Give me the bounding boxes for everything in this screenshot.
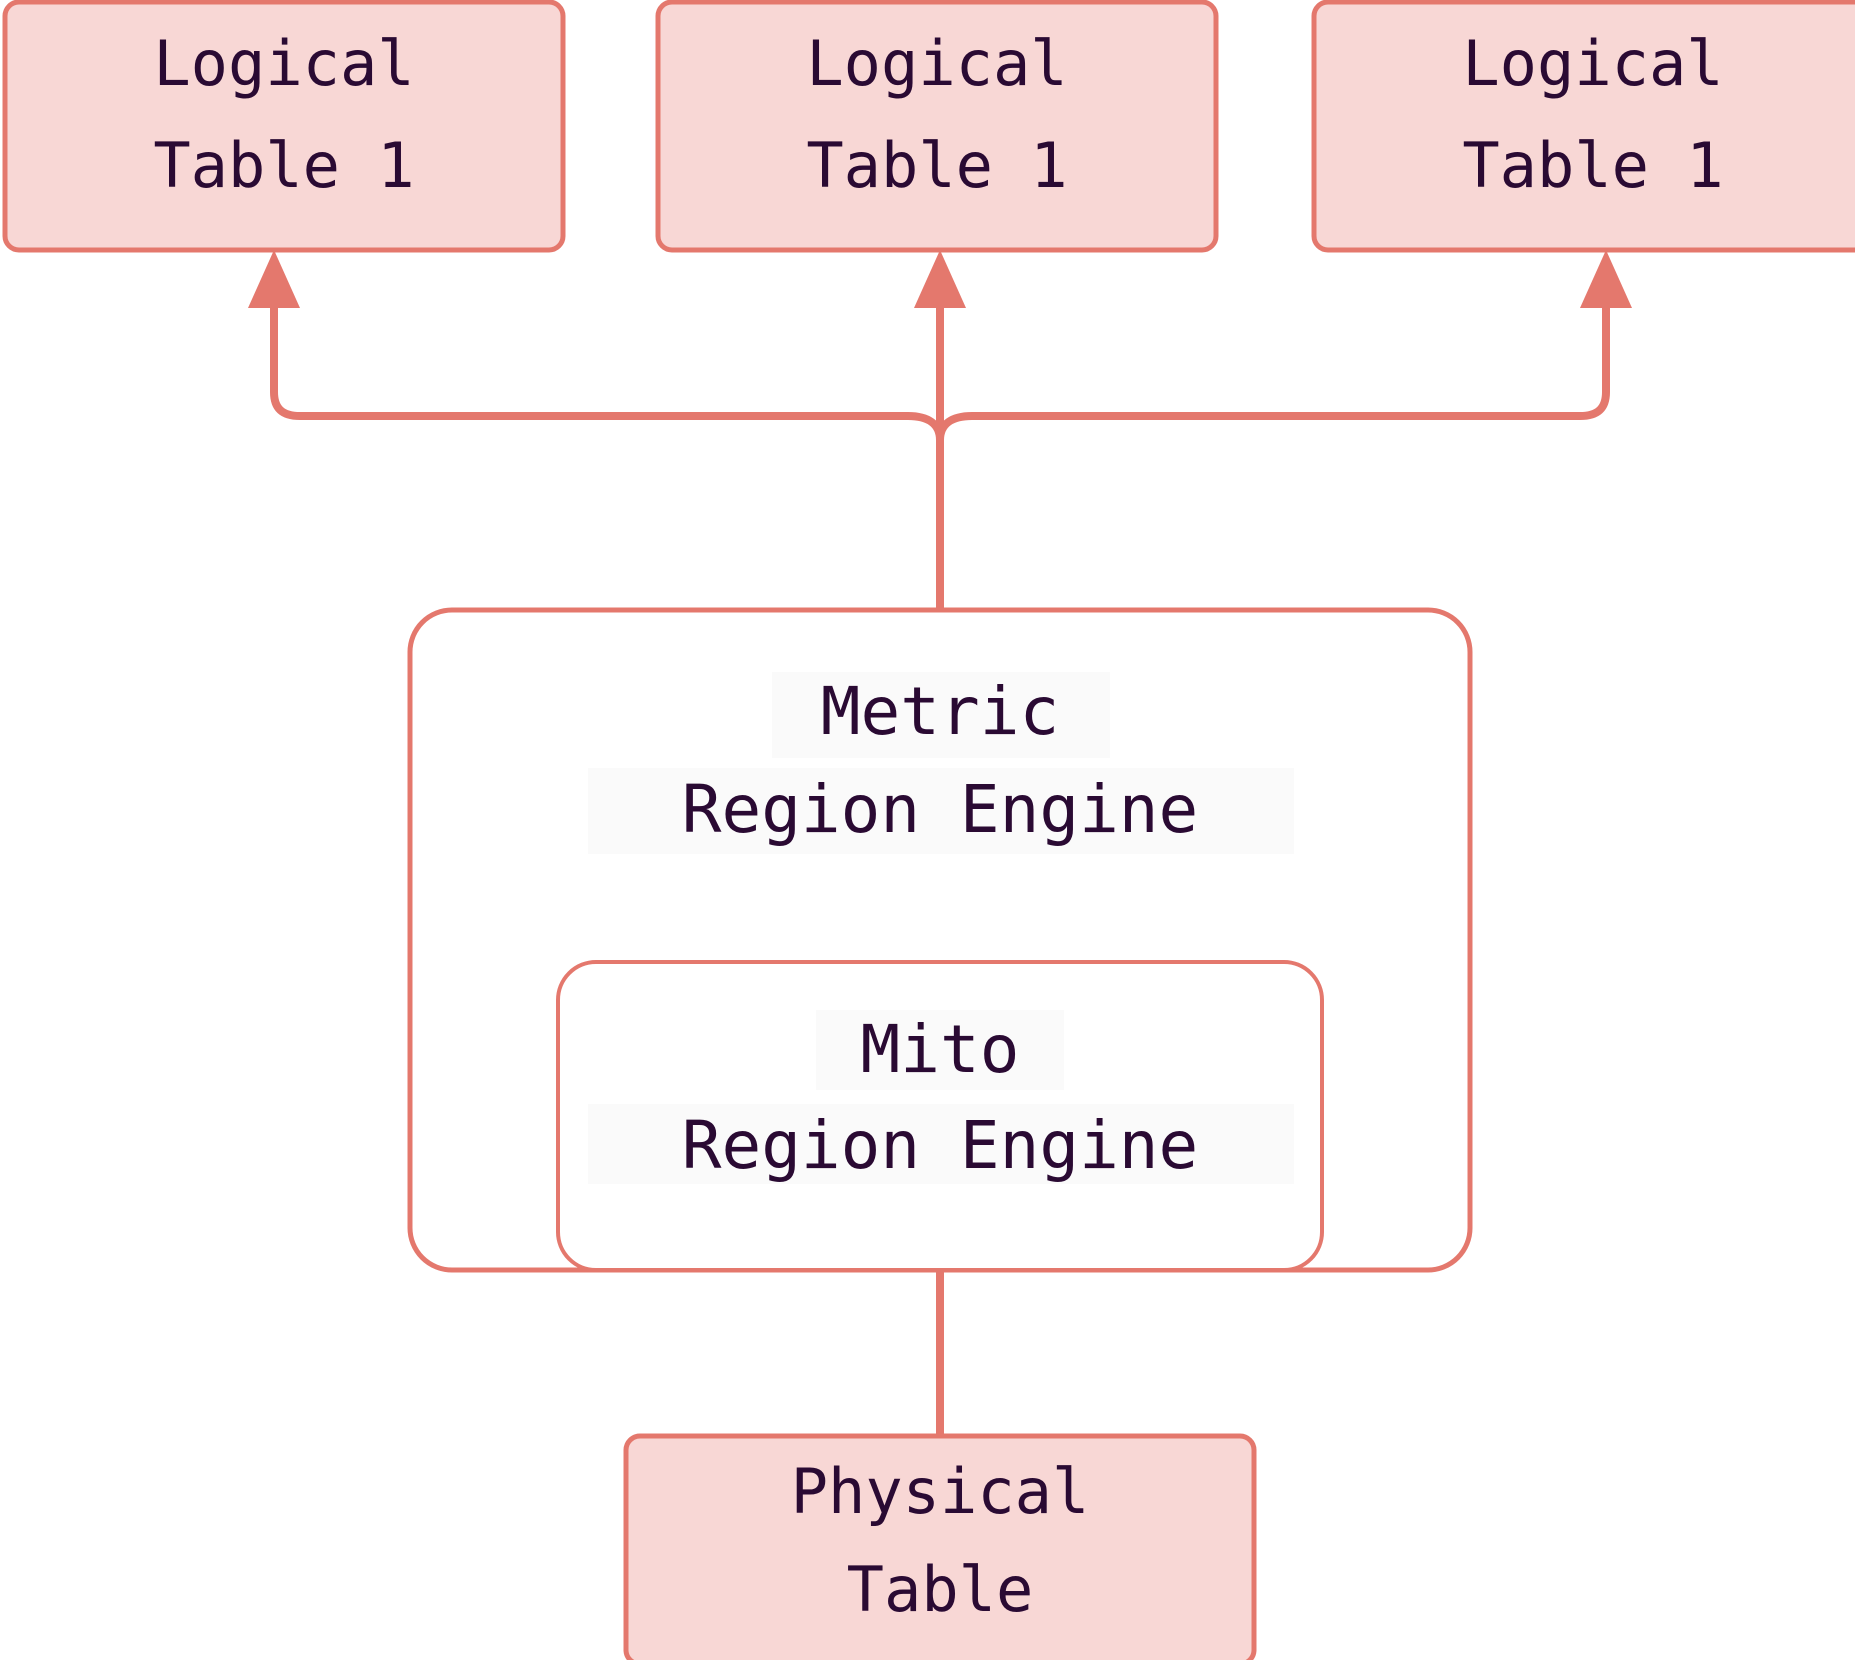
- metric-label-highlight-1: [772, 672, 1110, 758]
- logical-table-2-box[interactable]: [655, 0, 1219, 253]
- node-logical-table-3[interactable]: Logical Table 1: [1311, 0, 1855, 253]
- logical-table-2-line2: Table 1: [806, 129, 1067, 202]
- node-logical-table-1[interactable]: Logical Table 1: [2, 0, 566, 253]
- logical-table-2-line1: Logical: [806, 27, 1067, 100]
- physical-table-line1: Physical: [791, 1455, 1090, 1528]
- logical-table-1-box[interactable]: [2, 0, 566, 253]
- metric-region-engine-line2: Region Engine: [682, 771, 1199, 848]
- metric-label-highlight-2: [588, 768, 1294, 854]
- physical-table-box[interactable]: [623, 1433, 1257, 1660]
- node-logical-table-2[interactable]: Logical Table 1: [655, 0, 1219, 253]
- arrow-head-logical-3: [1580, 250, 1632, 308]
- arrow-head-logical-2: [914, 250, 966, 308]
- mito-region-engine-line1: Mito: [861, 1011, 1020, 1088]
- logical-table-3-line2: Table 1: [1462, 129, 1723, 202]
- physical-table-line2: Table: [847, 1553, 1034, 1626]
- arrow-head-logical-1: [248, 250, 300, 308]
- edge-distributor-right: [936, 288, 1610, 441]
- logical-table-3-box[interactable]: [1311, 0, 1855, 253]
- edge-distributor-left: [270, 288, 944, 441]
- logical-table-1-line1: Logical: [153, 27, 414, 100]
- metric-region-engine-line1: Metric: [821, 673, 1059, 750]
- logical-table-1-line2: Table 1: [153, 129, 414, 202]
- node-physical-table[interactable]: Physical Table: [623, 1433, 1257, 1660]
- mito-label-highlight-1: [816, 1010, 1064, 1090]
- node-mito-region-engine[interactable]: Mito Region Engine: [556, 960, 1324, 1272]
- logical-table-3-line1: Logical: [1462, 27, 1723, 100]
- mito-region-engine-line2: Region Engine: [682, 1107, 1199, 1184]
- mito-label-highlight-2: [588, 1104, 1294, 1184]
